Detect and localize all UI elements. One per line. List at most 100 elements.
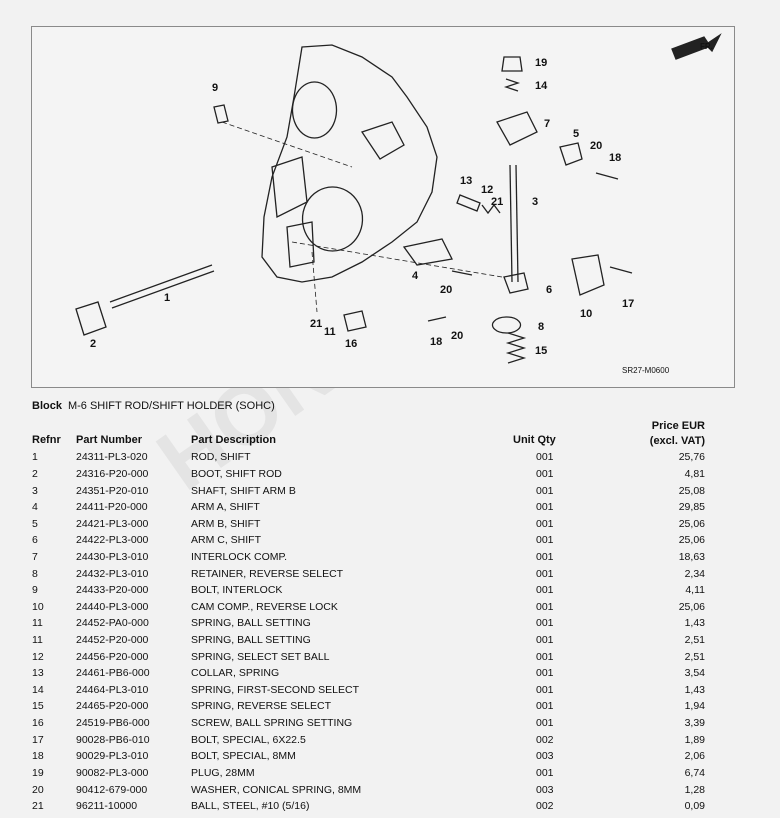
cell-price: 2,51 <box>684 651 705 663</box>
cell-unit-qty: 001 <box>536 684 554 696</box>
cell-unit-qty: 001 <box>536 518 554 530</box>
block-label: Block <box>32 400 62 412</box>
cell-part-number: 24465-P20-000 <box>76 700 149 712</box>
header-price-currency: Price EUR <box>651 420 705 432</box>
cell-part-number: 90028-PB6-010 <box>76 734 150 746</box>
callout-7: 7 <box>544 118 550 130</box>
cell-unit-qty: 001 <box>536 501 554 513</box>
direction-label: FR. <box>700 42 713 51</box>
cell-unit-qty: 001 <box>536 468 554 480</box>
cell-description: SPRING, FIRST-SECOND SELECT <box>191 684 360 696</box>
cell-refnr: 21 <box>32 800 44 812</box>
cell-description: WASHER, CONICAL SPRING, 8MM <box>191 784 362 796</box>
cell-unit-qty: 001 <box>536 601 554 613</box>
cell-price: 25,06 <box>678 518 705 530</box>
cell-refnr: 2 <box>32 468 38 480</box>
cell-part-number: 24440-PL3-000 <box>76 601 149 613</box>
header-unit-qty: Unit Qty <box>513 434 556 446</box>
header-price: Price EUR (excl. VAT) <box>650 420 705 447</box>
cell-refnr: 18 <box>32 750 44 762</box>
cell-refnr: 6 <box>32 534 38 546</box>
callout-10: 10 <box>580 308 592 320</box>
parts-diagram: FR. SR27-M0600 1 2 3 4 5 6 7 8 9 10 11 1… <box>31 26 735 388</box>
callout-5: 5 <box>573 128 579 140</box>
cell-price: 25,76 <box>678 451 705 463</box>
cell-part-number: 96211-10000 <box>76 800 138 812</box>
cell-part-number: 24461-PB6-000 <box>76 667 150 679</box>
cell-unit-qty: 001 <box>536 451 554 463</box>
cell-price: 3,54 <box>684 667 705 679</box>
callout-11: 11 <box>324 326 336 338</box>
cell-unit-qty: 001 <box>536 651 554 663</box>
cell-refnr: 8 <box>32 568 38 580</box>
cell-description: ARM B, SHIFT <box>191 518 261 530</box>
cell-description: SHAFT, SHIFT ARM B <box>191 485 296 497</box>
cell-description: BOLT, INTERLOCK <box>191 584 283 596</box>
cell-description: PLUG, 28MM <box>191 767 255 779</box>
cell-unit-qty: 001 <box>536 584 554 596</box>
table-row: 1 24311-PL3-020 ROD, SHIFT 001 25,76 <box>0 451 780 468</box>
cell-part-number: 24430-PL3-010 <box>76 551 149 563</box>
cell-description: SPRING, SELECT SET BALL <box>191 651 330 663</box>
header-price-vat: (excl. VAT) <box>649 435 705 447</box>
callout-4: 4 <box>412 270 419 282</box>
diagram-code: SR27-M0600 <box>622 366 670 375</box>
callout-12: 12 <box>481 184 493 196</box>
cell-refnr: 3 <box>32 485 38 497</box>
cell-description: RETAINER, REVERSE SELECT <box>191 568 344 580</box>
cell-part-number: 90029-PL3-010 <box>76 750 149 762</box>
cell-description: SPRING, BALL SETTING <box>191 634 311 646</box>
callout-20: 20 <box>451 330 463 342</box>
cell-part-number: 24432-PL3-010 <box>76 568 149 580</box>
header-part-number: Part Number <box>76 434 143 446</box>
callout-16: 16 <box>345 338 357 350</box>
callout-6: 6 <box>546 284 552 296</box>
cell-description: BALL, STEEL, #10 (5/16) <box>191 800 310 812</box>
cell-price: 2,51 <box>684 634 705 646</box>
cell-unit-qty: 001 <box>536 551 554 563</box>
cell-price: 25,08 <box>678 485 705 497</box>
cell-description: SPRING, BALL SETTING <box>191 617 311 629</box>
cell-price: 1,28 <box>684 784 705 796</box>
cell-unit-qty: 001 <box>536 485 554 497</box>
cell-refnr: 15 <box>32 700 44 712</box>
callout-3: 3 <box>532 196 538 208</box>
cell-price: 3,39 <box>684 717 705 729</box>
callout-18: 18 <box>609 152 621 164</box>
cell-unit-qty: 001 <box>536 667 554 679</box>
cell-price: 25,06 <box>678 534 705 546</box>
cell-price: 6,74 <box>684 767 705 779</box>
cell-price: 4,11 <box>685 584 705 596</box>
callout-21: 21 <box>310 318 322 330</box>
cell-unit-qty: 001 <box>536 617 554 629</box>
cell-unit-qty: 001 <box>536 634 554 646</box>
cell-refnr: 5 <box>32 518 38 530</box>
cell-refnr: 7 <box>32 551 38 563</box>
callout-14: 14 <box>535 80 548 92</box>
callout-19: 19 <box>535 57 547 69</box>
cell-part-number: 24311-PL3-020 <box>76 451 148 463</box>
table-row: 13 24461-PB6-000 COLLAR, SPRING 001 3,54 <box>0 667 780 684</box>
cell-refnr: 12 <box>32 651 44 663</box>
cell-part-number: 90082-PL3-000 <box>76 767 149 779</box>
cell-refnr: 13 <box>32 667 44 679</box>
cell-description: ARM C, SHIFT <box>191 534 261 546</box>
cell-unit-qty: 003 <box>536 784 554 796</box>
cell-refnr: 1 <box>32 451 38 463</box>
cell-description: COLLAR, SPRING <box>191 667 280 679</box>
header-part-description: Part Description <box>191 434 276 446</box>
cell-description: ROD, SHIFT <box>191 451 251 463</box>
